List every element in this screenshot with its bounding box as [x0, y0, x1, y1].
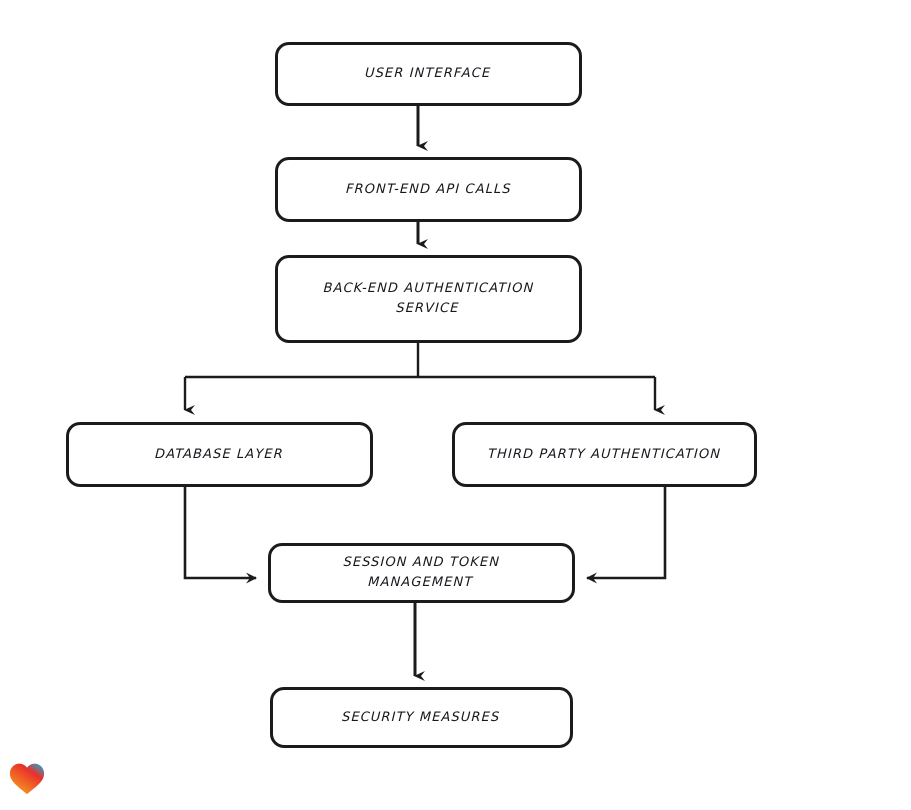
node-backend-authentication-service[interactable]: Back-End Authentication Service — [275, 255, 582, 343]
heart-icon — [9, 763, 45, 795]
node-frontend-api-calls-label: Front-End API Calls — [345, 181, 512, 197]
node-frontend-api-calls[interactable]: Front-End API Calls — [275, 157, 582, 222]
edge-backend-auth-split — [183, 343, 665, 415]
node-user-interface[interactable]: User Interface — [275, 42, 582, 106]
node-session-and-token-management[interactable]: Session and Token Management — [268, 543, 575, 603]
edge-database-layer-to-session-token — [183, 487, 257, 584]
node-security-measures[interactable]: Security Measures — [270, 687, 573, 748]
node-database-layer-label: Database Layer — [154, 446, 285, 462]
node-session-and-token-management-label: Session and Token Management — [343, 555, 501, 590]
edge-third-party-auth-to-session-token — [586, 487, 667, 584]
node-backend-authentication-service-label: Back-End Authentication Service — [323, 281, 535, 316]
node-security-measures-label: Security Measures — [342, 709, 502, 725]
node-third-party-authentication-label: Third Party Authentication — [487, 446, 722, 462]
node-database-layer[interactable]: Database Layer — [66, 422, 373, 487]
node-user-interface-label: User Interface — [365, 66, 493, 81]
node-third-party-authentication[interactable]: Third Party Authentication — [452, 422, 757, 487]
